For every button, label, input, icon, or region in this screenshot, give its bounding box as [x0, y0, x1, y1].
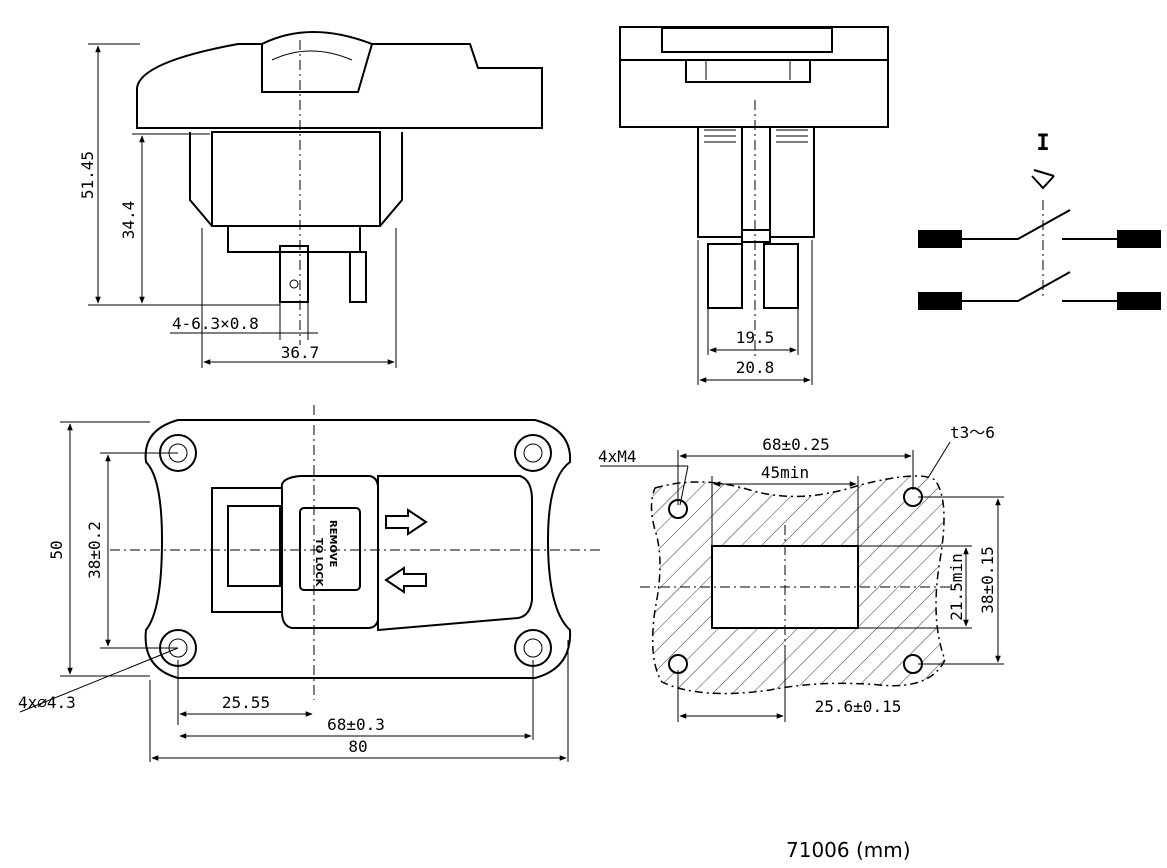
dim-side-height-total: 51.45	[78, 151, 97, 199]
front-view	[619, 26, 889, 385]
dim-hole-spacing-vertical: 38±0.2	[85, 521, 104, 579]
top-view	[19, 405, 600, 762]
dim-hole-spec: 4x∅4.3	[18, 693, 76, 712]
panel-cutout	[600, 441, 1004, 722]
dim-cutout-min-height: 21.5min	[947, 553, 966, 620]
dim-side-height-body: 34.4	[119, 201, 138, 240]
dim-cutout-hole-spacing-h: 68±0.25	[762, 435, 829, 454]
side-view	[88, 31, 543, 368]
dim-front-inner-width: 19.5	[736, 328, 775, 347]
switch-face-line2: TO LOCK	[313, 538, 324, 588]
switch-face-line1: REMOVE	[327, 520, 338, 567]
dim-cutout-screw-spec: 4xM4	[598, 447, 637, 466]
dim-half-width: 25.55	[222, 693, 270, 712]
dim-panel-thickness: t3～6	[950, 423, 995, 442]
dim-terminal-spec: 4-6.3×0.8	[172, 314, 259, 333]
dim-cutout-hole-spacing-v: 38±0.15	[978, 546, 997, 613]
symbol-mark: I	[1036, 131, 1049, 156]
drawing-caption: 71006 (mm)	[786, 838, 911, 862]
dim-side-width: 36.7	[281, 343, 320, 362]
dim-hole-spacing-horizontal: 68±0.3	[327, 715, 385, 734]
dim-cutout-offset: 25.6±0.15	[815, 697, 902, 716]
dim-plate-width: 80	[348, 737, 367, 756]
dim-front-outer-width: 20.8	[736, 358, 775, 377]
dim-plate-height: 50	[47, 540, 66, 559]
switch-symbol	[918, 169, 1161, 310]
dim-cutout-min-width: 45min	[761, 463, 809, 482]
